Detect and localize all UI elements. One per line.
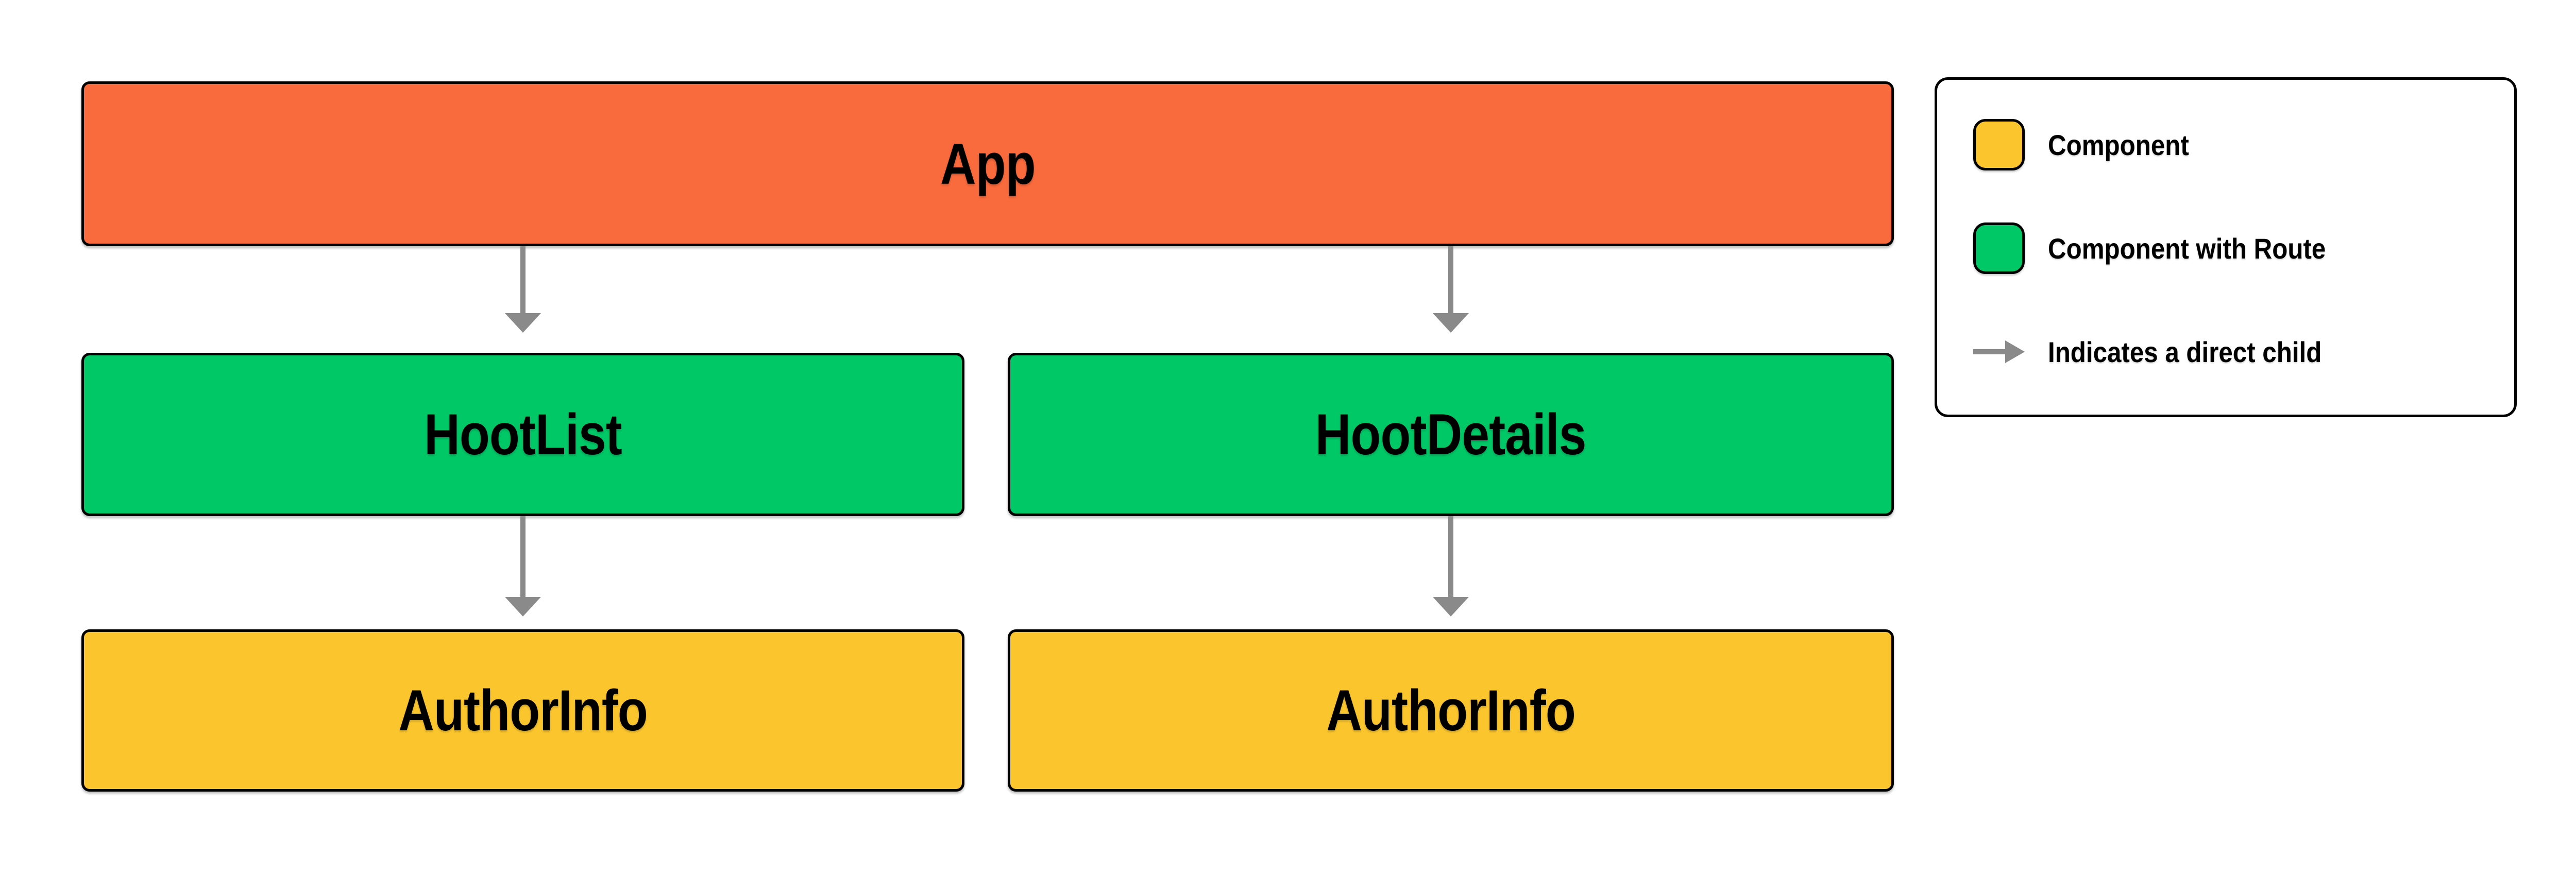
arrow-shaft <box>1448 516 1453 597</box>
down-arrow-icon-hootdetails-to-authorinfo <box>1433 516 1469 616</box>
legend-item-label: Indicates a direct child <box>2048 335 2322 368</box>
component-swatch-icon <box>1973 119 2025 170</box>
arrow-head <box>505 597 541 616</box>
legend-item-label: Component with Route <box>2048 232 2326 265</box>
diagram-node-authorinfo-left: AuthorInfo <box>81 629 964 792</box>
node-label-app: App <box>940 131 1036 196</box>
route-swatch-icon <box>1973 222 2025 274</box>
diagram-node-hootlist: HootList <box>81 353 964 516</box>
legend-item-label: Component <box>2048 128 2189 161</box>
arrow-shaft <box>520 516 526 597</box>
down-arrow-icon-app-to-hootlist <box>505 246 541 333</box>
diagram-node-authorinfo-right: AuthorInfo <box>1008 629 1894 792</box>
node-label-hootdetails: HootDetails <box>1315 402 1587 467</box>
legend: Component Component with Route Indicates… <box>1935 77 2517 417</box>
arrow-shaft <box>1448 246 1453 313</box>
legend-item-direct-child: Indicates a direct child <box>1973 326 2494 378</box>
arrow-head <box>505 313 541 333</box>
diagram-node-app: App <box>81 81 1894 246</box>
arrow-shaft <box>520 246 526 313</box>
right-arrow-icon <box>1973 326 2025 378</box>
arrow-head <box>1433 597 1469 616</box>
arrow-head <box>1433 313 1469 333</box>
node-label-authorinfo-right: AuthorInfo <box>1326 678 1575 743</box>
node-label-authorinfo-left: AuthorInfo <box>398 678 648 743</box>
node-label-hootlist: HootList <box>424 402 622 467</box>
diagram-node-hootdetails: HootDetails <box>1008 353 1894 516</box>
legend-item-component: Component <box>1973 119 2494 170</box>
arrow-shaft <box>1973 349 2005 354</box>
legend-item-component-with-route: Component with Route <box>1973 222 2494 274</box>
down-arrow-icon-hootlist-to-authorinfo <box>505 516 541 616</box>
arrow-head <box>2005 340 2025 363</box>
down-arrow-icon-app-to-hootdetails <box>1433 246 1469 333</box>
